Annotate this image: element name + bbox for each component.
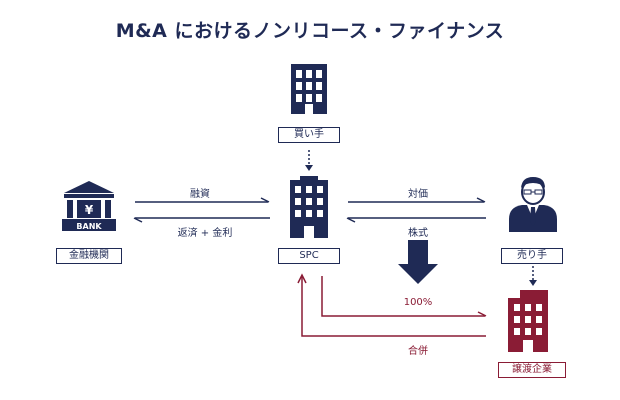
seller-label-box: 売り手: [501, 248, 563, 264]
merger-label: 合併: [408, 346, 428, 357]
target-company-building-icon: [508, 290, 548, 352]
spc-building-icon: [290, 176, 328, 238]
ownership-100-arrow-line: [321, 276, 485, 317]
seller-person-icon: [509, 177, 557, 232]
shares-arrowhead: [346, 217, 356, 223]
payment-label: 対価: [408, 189, 428, 200]
diagram-title: M&A におけるノンリコース・ファイナンス: [115, 20, 505, 42]
svg-text:¥: ¥: [85, 203, 94, 217]
spc-label-box: SPC: [278, 248, 340, 264]
repay-arrowhead: [133, 217, 143, 223]
ownership-100-arrowhead: [477, 311, 487, 317]
buyer-to-spc-arrowhead: [305, 165, 313, 171]
payment-arrowhead: [476, 197, 486, 203]
percent-label: 100%: [403, 297, 433, 308]
loan-arrowhead: [260, 197, 270, 203]
bank-sign-text: BANK: [76, 222, 102, 231]
loan-label: 融資: [190, 189, 210, 200]
merger-arrowhead: [297, 273, 307, 284]
repay-label: 返済 + 金利: [177, 228, 233, 239]
merger-arrow-line: [301, 276, 486, 337]
buyer-label-box: 買い手: [278, 127, 340, 143]
target-label-box: 譲渡企業: [498, 362, 566, 378]
seller-to-target-arrowhead: [529, 280, 537, 286]
bank-label-box: 金融機関: [56, 248, 122, 264]
shares-label: 株式: [408, 228, 428, 239]
big-down-arrow: [398, 240, 438, 284]
bank-icon: ¥ BANK: [62, 181, 116, 231]
buyer-building-icon: [291, 64, 327, 114]
